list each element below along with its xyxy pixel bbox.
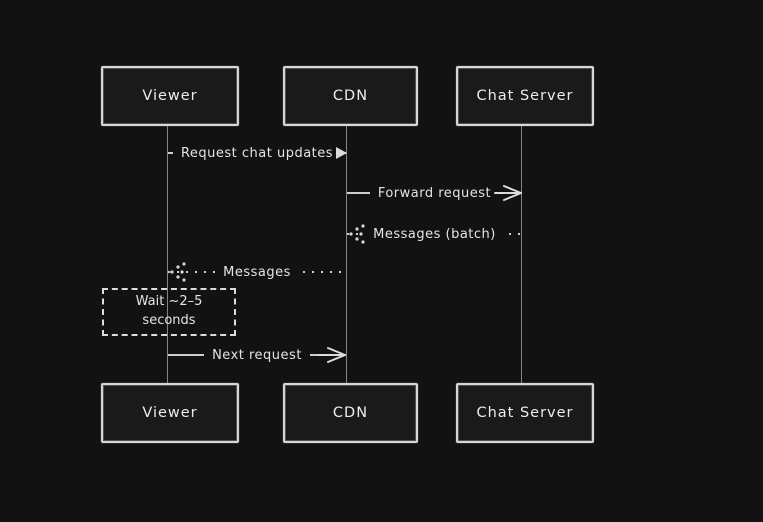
actor-box-chat-server-bottom: Chat Server — [456, 383, 594, 443]
actor-box-chat-server-top: Chat Server — [456, 66, 594, 126]
message-messages: Messages — [168, 262, 346, 282]
actor-label-viewer: Viewer — [142, 88, 198, 104]
open-arrowhead-icon — [494, 185, 522, 201]
actor-label-cdn: CDN — [332, 88, 369, 104]
message-messages-batch: Messages (batch) — [347, 224, 522, 244]
actor-label-chat-server: Chat Server — [476, 88, 574, 104]
actor-label-cdn: CDN — [332, 405, 369, 421]
lifeline-cdn — [346, 122, 347, 383]
message-next-request: Next request — [168, 345, 346, 365]
actor-box-viewer-top: Viewer — [101, 66, 239, 126]
message-label: Forward request — [369, 185, 500, 201]
dotted-arrowhead-icon — [170, 262, 186, 282]
actor-label-chat-server: Chat Server — [476, 405, 574, 421]
lifeline-viewer — [167, 122, 168, 383]
dotted-arrowhead-icon — [349, 224, 365, 244]
actor-box-cdn-bottom: CDN — [283, 383, 418, 443]
open-arrowhead-icon — [318, 347, 346, 363]
message-label: Messages — [215, 264, 299, 280]
actor-box-cdn-top: CDN — [283, 66, 418, 126]
filled-arrowhead-icon — [336, 147, 347, 159]
message-request-chat-updates: Request chat updates — [168, 143, 347, 163]
message-label: Messages (batch) — [365, 226, 504, 242]
actor-label-viewer: Viewer — [142, 405, 198, 421]
lifeline-chat-server — [521, 122, 522, 383]
message-label: Request chat updates — [172, 145, 342, 161]
actor-box-viewer-bottom: Viewer — [101, 383, 239, 443]
note-wait-box: Wait ~2–5 seconds — [102, 288, 236, 336]
note-label: Wait ~2–5 seconds — [135, 294, 203, 328]
message-label: Next request — [204, 347, 310, 363]
message-forward-request: Forward request — [347, 183, 522, 203]
